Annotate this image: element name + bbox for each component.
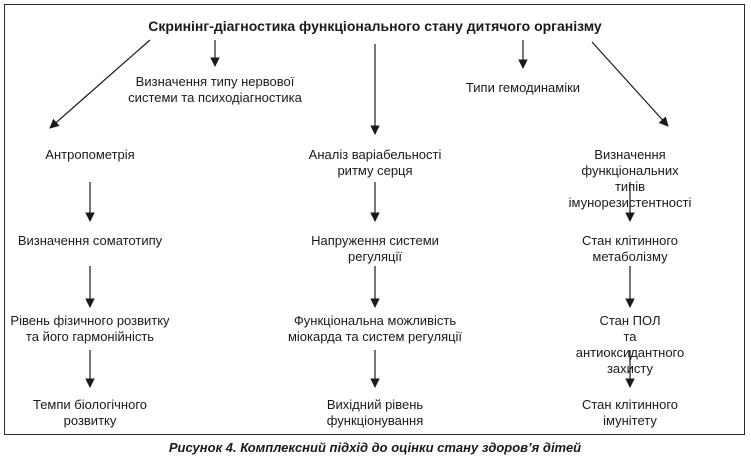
node-pol-antioxidant: Стан ПОЛ та антиоксидантного захисту [575, 313, 685, 376]
node-somatotype: Визначення соматотипу [17, 233, 163, 248]
node-myocardium-capacity: Функціональна можливість міокарда та сис… [287, 313, 463, 344]
node-hrv-analysis: Аналіз варіабельності ритму серця [308, 147, 442, 178]
arrow-title-to-anthropometry [49, 39, 151, 129]
node-cell-immunity: Стан клітинного імунітету [581, 397, 678, 428]
diagram-frame [4, 4, 745, 435]
arrow-title-to-immuno [591, 41, 669, 127]
diagram-title: Скринінг-діагностика функціонального ста… [148, 18, 602, 34]
node-biological-development: Темпи біологічного розвитку [32, 397, 148, 428]
node-nervous-system: Визначення типу нервової системи та псих… [128, 74, 302, 105]
node-cell-metabolism: Стан клітинного метаболізму [581, 233, 678, 264]
figure-caption: Рисунок 4. Комплексний підхід до оцінки … [168, 440, 582, 455]
node-baseline-functioning: Вихідний рівень функціонування [326, 397, 424, 428]
node-immunoresistance: Визначення функціональних типів імунорез… [568, 147, 692, 210]
node-anthropometry: Антропометрія [45, 147, 135, 162]
node-hemodynamics: Типи гемодинаміки [465, 80, 581, 95]
node-regulation-tension: Напруження системи регуляції [311, 233, 439, 264]
node-physical-development: Рівень фізичного розвитку та його гармон… [10, 313, 170, 344]
